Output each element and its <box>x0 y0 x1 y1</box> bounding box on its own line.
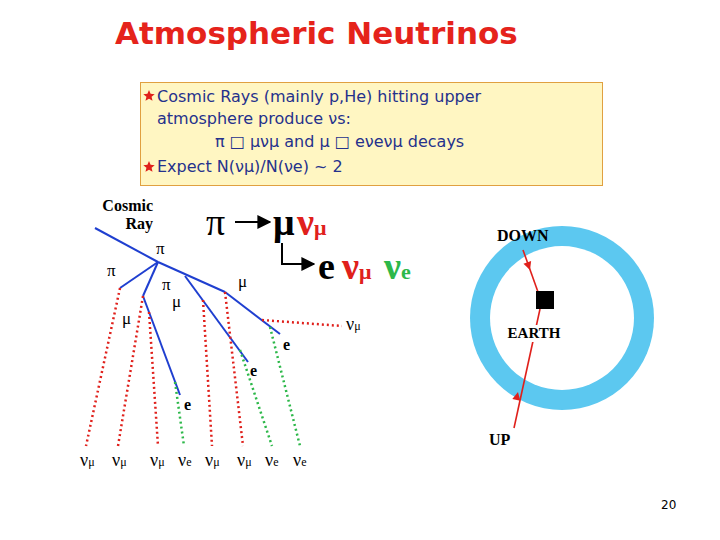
neutrino-label: νe <box>265 450 278 471</box>
bullet-text: Expect N(νμ)/N(νe) ~ 2 <box>157 156 567 178</box>
arrowhead <box>523 261 531 270</box>
bullet-text: π □ μνμ and μ □ eνeνμ decays <box>215 131 595 153</box>
particle-label: e <box>283 336 290 354</box>
bullet-star <box>143 161 154 172</box>
neutrino-label: νμ <box>80 450 95 471</box>
particle-label: e <box>184 396 191 414</box>
decay-arrow <box>235 221 270 223</box>
detector-square <box>536 291 554 309</box>
particle-label: μ <box>238 272 247 292</box>
formula-symbol: π <box>206 203 225 241</box>
neutrino-label: νμ <box>205 450 220 471</box>
formula-symbol: e <box>318 247 335 285</box>
neutrino-track <box>270 327 300 446</box>
particle-track <box>95 228 158 262</box>
particle-track <box>143 262 158 296</box>
info-box: Cosmic Rays (mainly p,He) hitting upper … <box>140 82 603 186</box>
formula-symbol: νμ <box>342 247 371 285</box>
neutrino-track <box>175 382 184 446</box>
formula-symbol: νμ <box>297 203 326 241</box>
bullet-star <box>143 90 154 101</box>
particle-label: e <box>250 362 257 380</box>
neutrino-track <box>240 350 272 446</box>
neutrino-label: νμ <box>346 314 361 335</box>
direction-label: DOWN <box>497 227 549 245</box>
particle-label: π <box>162 275 171 295</box>
neutrino-label: νe <box>178 450 191 471</box>
page-number: 20 <box>661 499 676 513</box>
neutrino-track <box>86 288 120 446</box>
neutrino-label: νμ <box>150 450 165 471</box>
particle-tracks <box>86 228 342 446</box>
decay-arrow <box>282 243 314 264</box>
bullet-text: Cosmic Rays (mainly p,He) hitting upper … <box>157 86 567 130</box>
direction-label: UP <box>489 431 510 449</box>
particle-label: π <box>156 239 165 259</box>
neutrino-label: νμ <box>237 450 252 471</box>
particle-label: μ <box>122 309 131 329</box>
neutrino-track <box>118 296 143 446</box>
neutrino-track <box>262 320 342 326</box>
neutrino-label: νe <box>293 450 306 471</box>
particle-label: π <box>107 261 116 281</box>
neutrino-track <box>149 312 158 446</box>
neutrino-label: νμ <box>112 450 127 471</box>
earth-disc <box>490 246 634 390</box>
arrowhead <box>512 392 520 401</box>
atmosphere-ring <box>470 226 654 410</box>
earth-circle: EARTH <box>490 246 634 390</box>
earth-outline <box>490 246 634 390</box>
slide-title: Atmospheric Neutrinos <box>115 16 518 52</box>
neutrino-track <box>225 292 243 446</box>
particle-track <box>225 292 280 334</box>
particle-label: μ <box>172 292 181 312</box>
neutrino-track <box>203 300 212 446</box>
formula-symbol: μ <box>273 203 295 241</box>
node-label: EARTH <box>506 325 563 342</box>
neutrino-path <box>523 250 538 292</box>
cosmic-ray-label: Cosmic Ray <box>73 197 153 234</box>
formula-symbol: νe <box>384 247 411 285</box>
